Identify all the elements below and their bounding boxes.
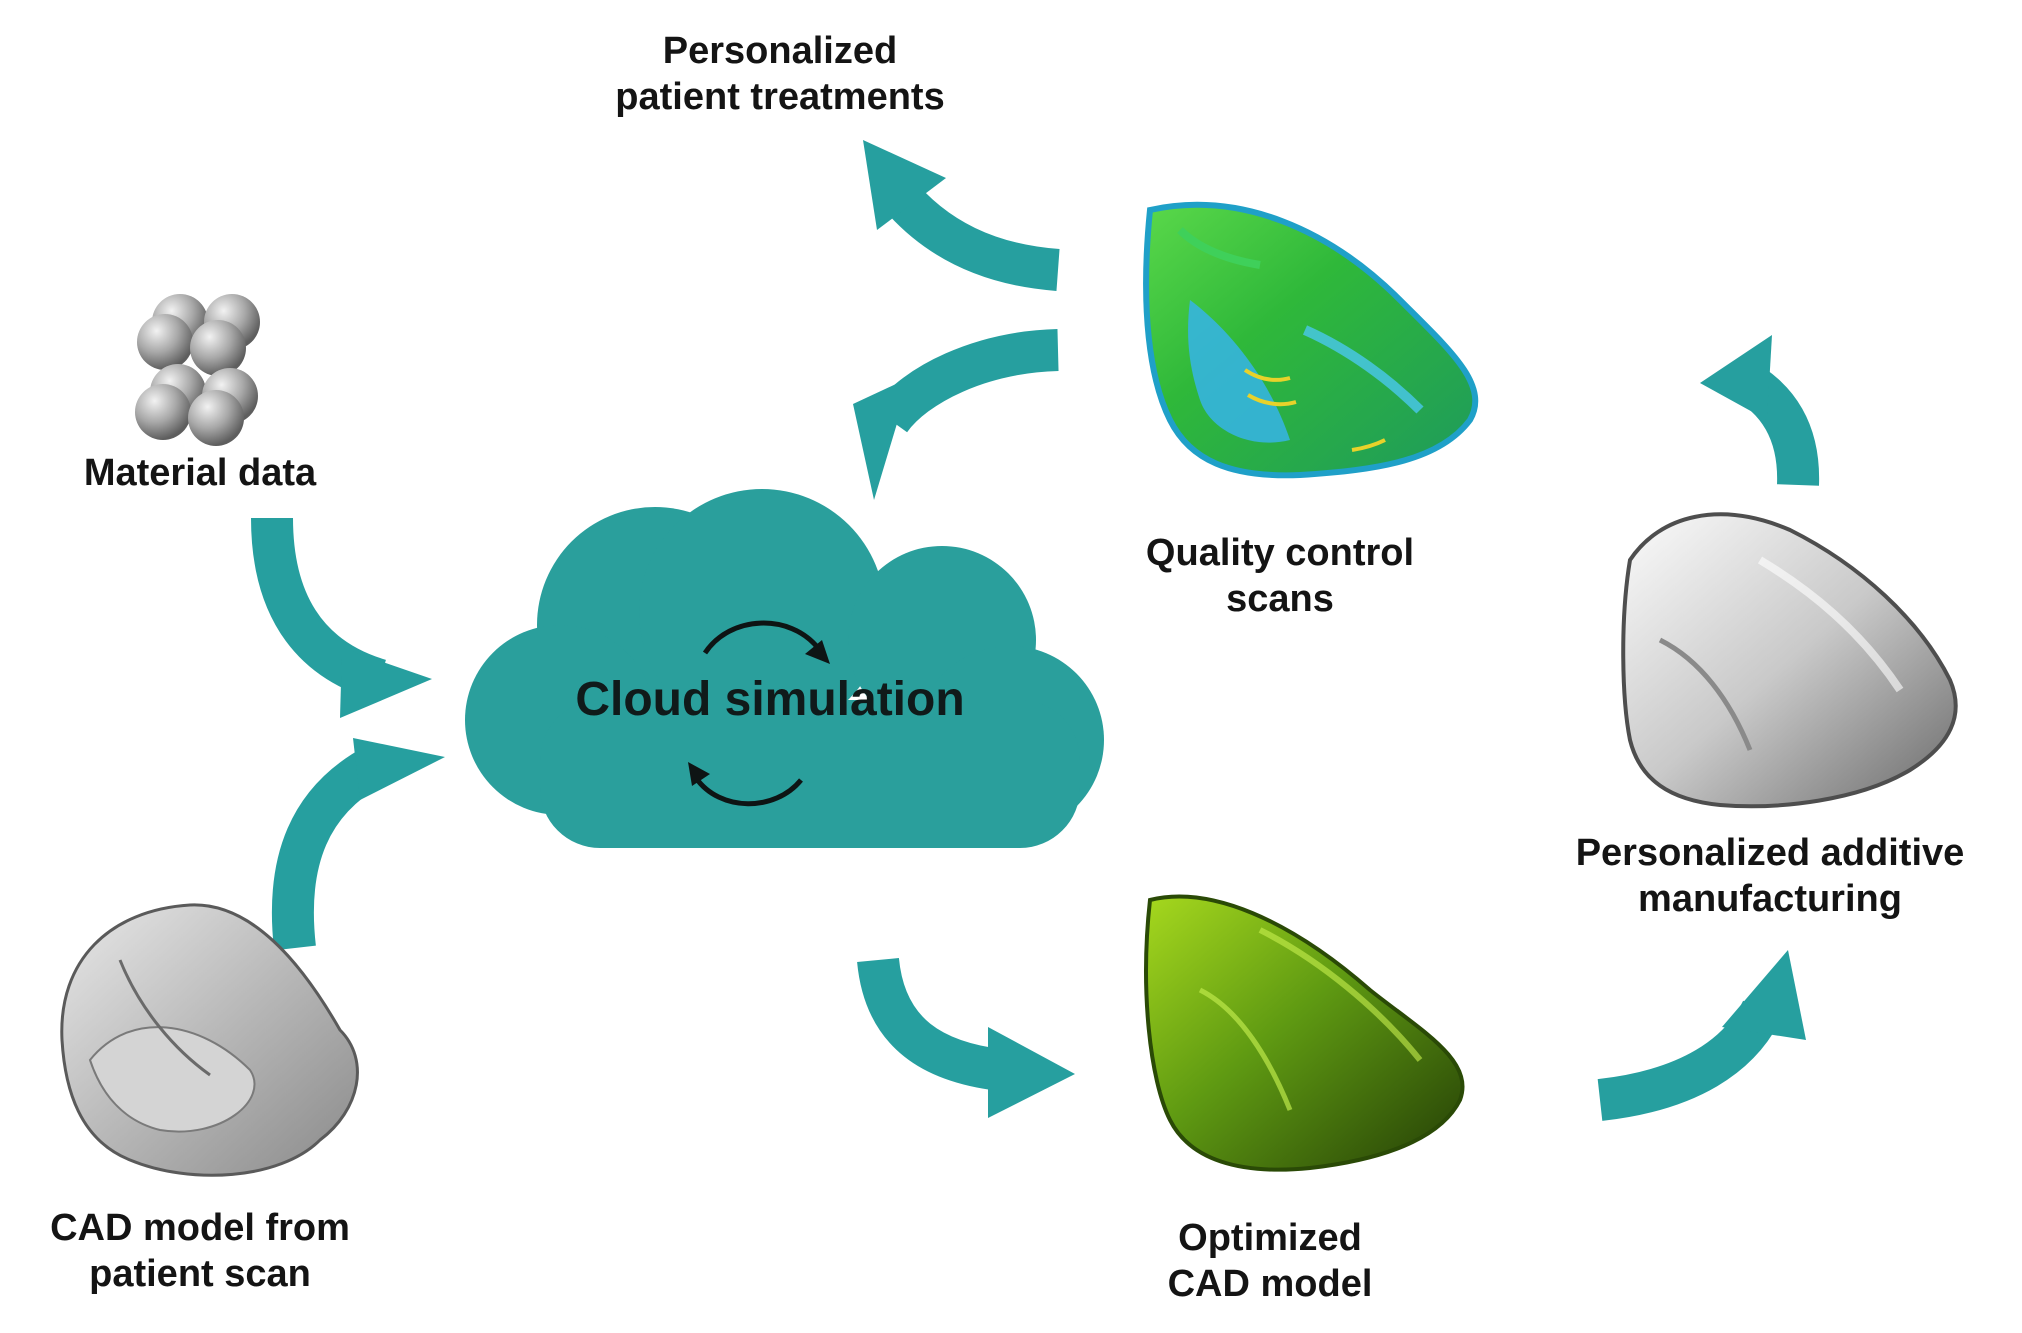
label-line: patient scan	[89, 1253, 311, 1296]
label-material-data: Material data	[40, 450, 360, 496]
label-personalized-treatments: Personalized patient treatments	[570, 28, 990, 121]
label-quality-control: Quality control scans	[1080, 530, 1480, 623]
arrowhead-cad	[353, 738, 445, 800]
label-line: Personalized	[662, 30, 898, 72]
arrow-cad-to-cloud	[271, 746, 386, 951]
arrowhead-cloud-top	[853, 377, 911, 500]
label-line: CAD model from	[50, 1207, 350, 1249]
cloud-simulation-label: Cloud simulation	[575, 673, 965, 726]
arrow-cloud-to-optimized	[857, 957, 1003, 1091]
arrowhead-qc	[1700, 335, 1772, 420]
arrowhead-am	[1722, 950, 1806, 1040]
label-line: Optimized	[1178, 1217, 1362, 1259]
arrows	[251, 176, 1820, 1121]
dental-scan-gray-icon	[60, 903, 359, 1177]
arrow-qc-to-cloud	[872, 329, 1059, 434]
arrowheads	[340, 140, 1806, 1118]
arrowhead-optimized	[988, 1027, 1075, 1118]
label-line: Material data	[83, 452, 317, 494]
dental-print-silver-icon	[1621, 512, 1958, 809]
sphere-cluster-icon	[135, 294, 260, 446]
dental-scan-green-icon	[1144, 894, 1465, 1172]
dental-scan-heatmap-icon	[1143, 201, 1479, 479]
arrowhead-material	[340, 648, 432, 718]
label-personalized-am: Personalized additive manufacturing	[1540, 830, 2000, 923]
label-line: manufacturing	[1638, 878, 1902, 921]
label-line: scans	[1226, 578, 1334, 621]
label-optimized-cad: Optimized CAD model	[1110, 1215, 1430, 1308]
label-line: CAD model	[1167, 1263, 1373, 1306]
label-cad-patient: CAD model from patient scan	[20, 1205, 380, 1298]
label-line: patient treatments	[615, 76, 945, 119]
cloud-shape	[465, 489, 1104, 848]
label-line: Personalized additive	[1575, 832, 1965, 874]
arrow-qc-to-treatments	[878, 176, 1060, 291]
refresh-cycle-icon	[688, 620, 830, 807]
label-line: Quality control	[1145, 532, 1415, 574]
arrowhead-treatments	[863, 140, 946, 230]
